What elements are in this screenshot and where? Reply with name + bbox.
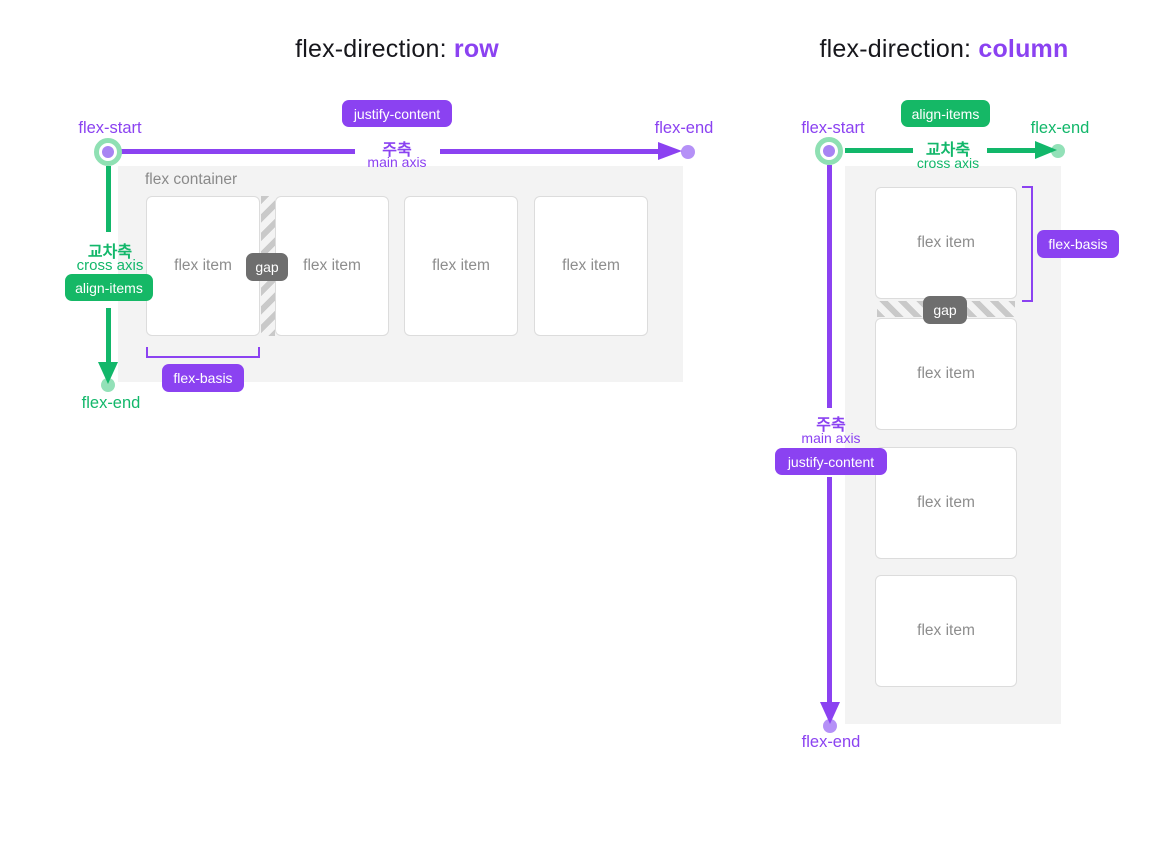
row-main-axis-end-dot-icon — [681, 145, 695, 159]
row-cross-axis-en-label: cross axis — [76, 257, 144, 274]
row-origin-marker-icon — [94, 138, 122, 166]
column-flex-item-1: flex item — [875, 187, 1017, 299]
row-cross-axis-line-segment-1 — [106, 166, 111, 232]
column-main-axis-line-segment-2 — [827, 477, 832, 710]
row-cross-flex-end-label: flex-end — [81, 394, 141, 412]
column-title-value: column — [978, 35, 1069, 63]
row-gap-badge: gap — [246, 253, 288, 281]
column-main-axis-ko-label: 주축 — [816, 417, 846, 434]
column-flex-item-2-label: flex item — [917, 365, 975, 382]
row-flex-basis-badge: flex-basis — [162, 364, 244, 392]
column-flex-basis-badge: flex-basis — [1037, 230, 1119, 258]
column-main-flex-end-label: flex-end — [801, 733, 861, 751]
column-flex-item-4: flex item — [875, 575, 1017, 687]
column-main-axis-arrowhead-icon — [820, 702, 840, 724]
row-flex-item-2: flex item — [275, 196, 389, 336]
column-flex-item-3-label: flex item — [917, 494, 975, 511]
column-flex-start-label: flex-start — [801, 119, 865, 137]
row-main-axis-en-label: main axis — [367, 154, 427, 170]
row-container-label: flex container — [145, 171, 238, 188]
column-flex-item-2: flex item — [875, 318, 1017, 430]
row-title-value: row — [453, 35, 499, 63]
column-cross-axis-line-segment-2 — [987, 148, 1035, 153]
row-main-axis-arrowhead-icon — [658, 142, 682, 160]
row-cross-axis-line-segment-2 — [106, 308, 111, 364]
column-main-axis-en-label: main axis — [801, 430, 861, 446]
column-flex-basis-bracket — [1022, 186, 1033, 302]
column-align-items-badge: align-items — [901, 100, 990, 127]
row-flex-container: flex container flex item flex item flex … — [118, 166, 683, 382]
row-flex-item-4: flex item — [534, 196, 648, 336]
row-justify-content-badge: justify-content — [342, 100, 452, 127]
column-justify-content-badge: justify-content — [775, 448, 887, 475]
row-flex-item-1-label: flex item — [174, 257, 232, 274]
row-flex-item-3-label: flex item — [432, 257, 490, 274]
column-gap-badge: gap — [923, 296, 967, 324]
column-main-axis-line-segment-1 — [827, 165, 832, 408]
row-diagram-title: flex-direction: row — [137, 35, 657, 64]
row-cross-axis-arrowhead-icon — [98, 362, 118, 384]
row-flex-basis-bracket — [146, 347, 260, 358]
row-flex-item-1: flex item — [146, 196, 260, 336]
row-main-axis-ko-label: 주축 — [382, 142, 412, 159]
row-main-flex-end-label: flex-end — [654, 119, 714, 137]
column-flex-item-1-label: flex item — [917, 234, 975, 251]
row-cross-axis-ko-label: 교차축 — [87, 244, 133, 261]
row-align-items-badge: align-items — [65, 274, 153, 301]
column-cross-axis-en-label: cross axis — [916, 155, 980, 171]
row-main-axis-line-segment-2 — [440, 149, 658, 154]
column-origin-marker-icon — [815, 137, 843, 165]
column-flex-item-4-label: flex item — [917, 622, 975, 639]
column-title-prefix: flex-direction: — [819, 35, 979, 63]
column-flex-container: flex item flex item flex item flex item — [845, 166, 1061, 724]
column-cross-axis-line-segment-1 — [845, 148, 913, 153]
column-flex-item-3: flex item — [875, 447, 1017, 559]
row-main-axis-line-segment-1 — [120, 149, 355, 154]
row-flex-item-4-label: flex item — [562, 257, 620, 274]
column-diagram-title: flex-direction: column — [694, 35, 1150, 64]
column-cross-axis-arrowhead-icon — [1035, 141, 1057, 159]
row-flex-start-label: flex-start — [78, 119, 142, 137]
row-title-prefix: flex-direction: — [295, 35, 454, 63]
row-flex-item-2-label: flex item — [303, 257, 361, 274]
column-cross-axis-ko-label: 교차축 — [925, 142, 971, 159]
column-cross-flex-end-label: flex-end — [1030, 119, 1090, 137]
row-flex-item-3: flex item — [404, 196, 518, 336]
